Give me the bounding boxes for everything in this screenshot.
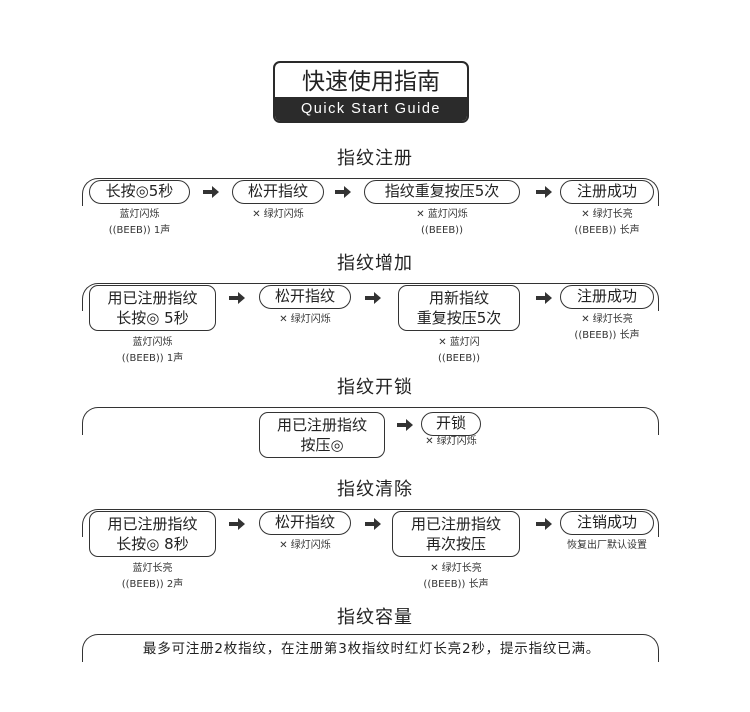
note-line: ✕ 绿灯长亮: [581, 314, 633, 325]
section-bracket-register: [82, 178, 659, 206]
arrow-right-icon: [365, 518, 381, 530]
arrow-right-icon: [335, 186, 351, 198]
section-title-clear: 指纹清除: [337, 479, 413, 500]
arrow-right-icon: [203, 186, 219, 198]
arrow-right-icon: [536, 518, 552, 530]
note-line: 蓝灯闪烁: [119, 209, 160, 220]
add-note-2: ✕ 绿灯闪烁: [259, 312, 351, 328]
section-bracket-capacity: [82, 634, 659, 662]
clear-step-success: 注销成功: [560, 511, 654, 535]
guide-title-cn: 快速使用指南: [302, 69, 440, 95]
note-line: 蓝灯闪烁: [132, 337, 173, 348]
note-line: ✕ 绿灯闪烁: [279, 314, 331, 325]
register-note-1: 蓝灯闪烁 ((BEEB)) 1声: [89, 207, 190, 239]
add-note-3: ✕ 蓝灯闪 ((BEEB)): [398, 335, 520, 367]
pill-line: 再次按压: [425, 535, 486, 553]
pill-line: 用新指纹: [428, 289, 489, 307]
pill-line: 用已注册指纹: [410, 515, 501, 533]
note-line: ((BEEB)): [438, 353, 480, 364]
pill-line: 用已注册指纹: [276, 416, 367, 434]
unlock-note-1: ✕ 绿灯闪烁: [414, 434, 488, 450]
section-title-add: 指纹增加: [337, 253, 413, 274]
register-note-4: ✕ 绿灯长亮 ((BEEB)) 长声: [560, 207, 654, 239]
note-line: ✕ 绿灯长亮: [581, 209, 633, 220]
note-line: ✕ 绿灯闪烁: [279, 540, 331, 551]
note-line: ((BEEB)) 1声: [108, 225, 171, 236]
note-line: ✕ 绿灯闪烁: [425, 436, 477, 447]
section-bracket-clear: [82, 509, 659, 537]
note-line: ((BEEB)) 1声: [121, 353, 184, 364]
add-step-success: 注册成功: [560, 285, 654, 309]
add-step-release: 松开指纹: [259, 285, 351, 309]
note-line: ((BEEB)) 长声: [574, 330, 640, 341]
note-line: ✕ 蓝灯闪烁: [416, 209, 468, 220]
clear-step-release: 松开指纹: [259, 511, 351, 535]
guide-title-box: 快速使用指南 Quick Start Guide: [273, 61, 469, 123]
register-step-long-press: 长按◎5秒: [89, 180, 190, 204]
clear-note-4: 恢复出厂默认设置: [552, 538, 662, 554]
arrow-right-icon: [536, 292, 552, 304]
pill-line: 用已注册指纹: [107, 289, 198, 307]
register-step-success: 注册成功: [560, 180, 654, 204]
note-line: 恢复出厂默认设置: [567, 540, 647, 551]
note-line: ✕ 蓝灯闪: [438, 337, 480, 348]
arrow-right-icon: [229, 518, 245, 530]
arrow-right-icon: [397, 419, 413, 431]
register-note-3: ✕ 蓝灯闪烁 ((BEEB)): [364, 207, 520, 239]
add-note-1: 蓝灯闪烁 ((BEEB)) 1声: [89, 335, 216, 367]
note-line: ((BEEB)): [421, 225, 463, 236]
section-bracket-unlock: [82, 407, 659, 435]
section-title-register: 指纹注册: [337, 148, 413, 169]
note-line: 蓝灯长亮: [132, 563, 173, 574]
register-note-2: ✕ 绿灯闪烁: [232, 207, 324, 223]
note-line: ((BEEB)) 长声: [574, 225, 640, 236]
clear-step-press-again: 用已注册指纹 再次按压: [392, 511, 520, 557]
guide-title-en: Quick Start Guide: [275, 97, 467, 121]
clear-note-3: ✕ 绿灯长亮 ((BEEB)) 长声: [392, 561, 520, 593]
unlock-step-press: 用已注册指纹 按压◎: [259, 412, 385, 458]
section-title-capacity: 指纹容量: [337, 607, 413, 628]
note-line: ✕ 绿灯闪烁: [252, 209, 304, 220]
add-step-long-press: 用已注册指纹 长按◎ 5秒: [89, 285, 216, 331]
clear-note-1: 蓝灯长亮 ((BEEB)) 2声: [89, 561, 216, 593]
capacity-description: 最多可注册2枚指纹，在注册第3枚指纹时红灯长亮2秒，提示指纹已满。: [142, 641, 601, 657]
arrow-right-icon: [536, 186, 552, 198]
section-bracket-add: [82, 283, 659, 311]
arrow-right-icon: [365, 292, 381, 304]
register-step-repeat-press: 指纹重复按压5次: [364, 180, 520, 204]
clear-note-2: ✕ 绿灯闪烁: [259, 538, 351, 554]
pill-line: 用已注册指纹: [107, 515, 198, 533]
pill-line: 按压◎: [300, 436, 344, 454]
unlock-step-open: 开锁: [421, 412, 481, 436]
add-note-4: ✕ 绿灯长亮 ((BEEB)) 长声: [560, 312, 654, 344]
section-title-unlock: 指纹开锁: [337, 377, 413, 398]
pill-line: 重复按压5次: [416, 309, 502, 327]
arrow-right-icon: [229, 292, 245, 304]
pill-line: 长按◎ 5秒: [116, 309, 189, 327]
note-line: ((BEEB)) 2声: [121, 579, 184, 590]
note-line: ✕ 绿灯长亮: [430, 563, 482, 574]
clear-step-long-press: 用已注册指纹 长按◎ 8秒: [89, 511, 216, 557]
add-step-new-finger: 用新指纹 重复按压5次: [398, 285, 520, 331]
pill-line: 长按◎ 8秒: [116, 535, 189, 553]
register-step-release: 松开指纹: [232, 180, 324, 204]
note-line: ((BEEB)) 长声: [423, 579, 489, 590]
